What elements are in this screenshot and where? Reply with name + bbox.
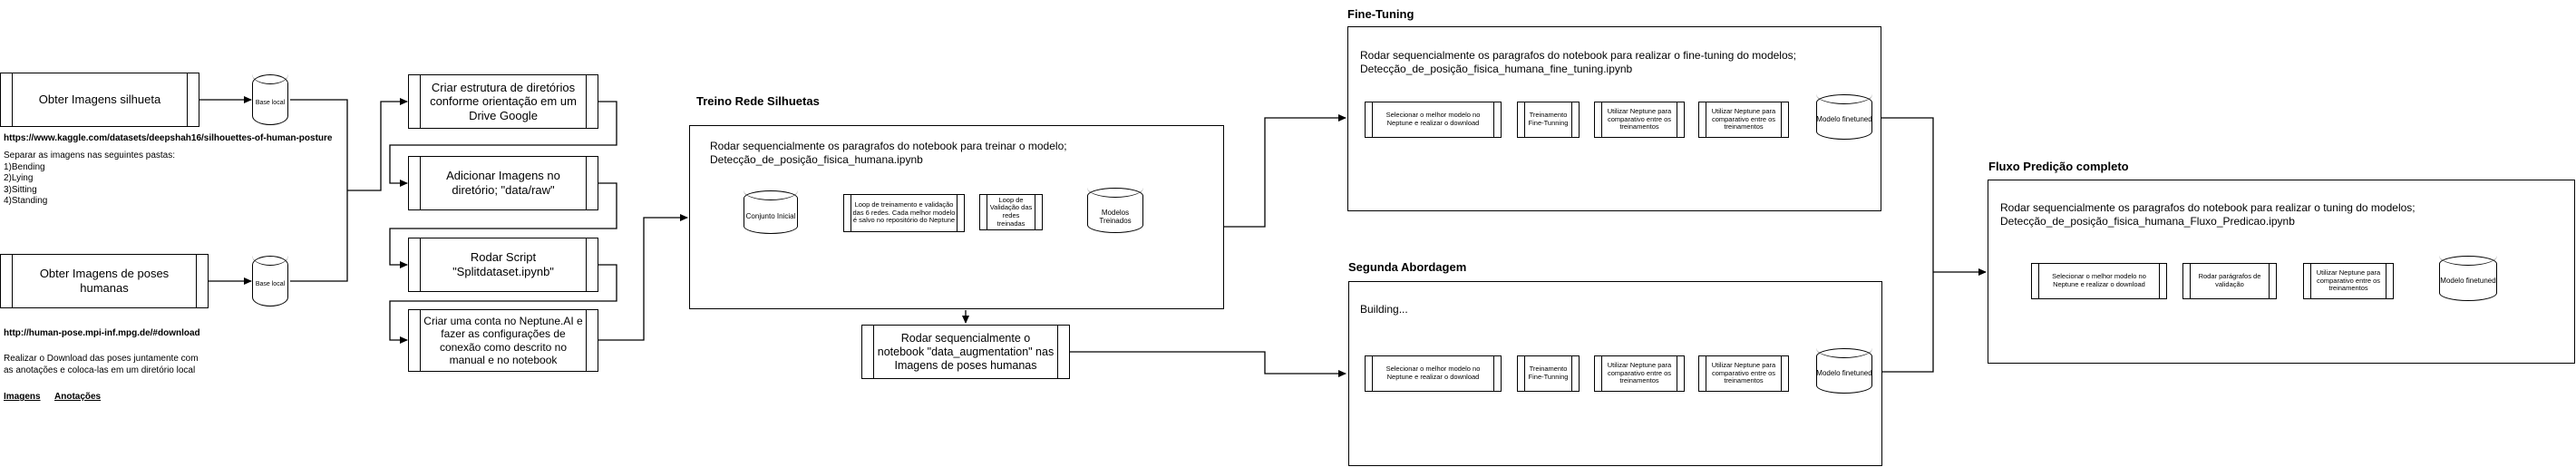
process-label: Utilizar Neptune para comparativo entre …: [1607, 107, 1672, 131]
process-pred-validacao[interactable]: Rodar parágrafos de validação: [2182, 263, 2277, 299]
process-label: Criar uma conta no Neptune.AI e fazer as…: [423, 314, 583, 366]
database-label: Base local: [255, 281, 286, 287]
database-label: Modelos Treinados: [1099, 209, 1132, 225]
segunda-title: Segunda Abordagem: [1348, 260, 1467, 274]
database-base-local-1[interactable]: Base local: [252, 74, 288, 125]
database-label: Modelo finetuned: [2440, 277, 2496, 285]
process-label: Utilizar Neptune para comparativo entre …: [2316, 268, 2381, 293]
process-seg-neptune-1[interactable]: Utilizar Neptune para comparativo entre …: [1594, 355, 1685, 392]
kaggle-link[interactable]: https://www.kaggle.com/datasets/deepshah…: [4, 133, 333, 143]
process-seg-selecionar[interactable]: Selecionar o melhor modelo no Neptune e …: [1365, 355, 1502, 392]
process-label: Criar estrutura de diretórios conforme o…: [430, 80, 577, 122]
process-fine-neptune-2[interactable]: Utilizar Neptune para comparativo entre …: [1698, 102, 1789, 138]
process-label: Treinamento Fine-Tunning: [1528, 365, 1569, 381]
arrow-step2-to-step3: [389, 182, 617, 268]
process-label: Selecionar o melhor modelo no Neptune e …: [1385, 365, 1481, 381]
treino-desc: Rodar sequencialmente os paragrafos do n…: [710, 140, 1067, 166]
process-label: Utilizar Neptune para comparativo entre …: [1607, 361, 1672, 385]
predicao-title: Fluxo Predição completo: [1988, 160, 2129, 173]
mpi-link[interactable]: http://human-pose.mpi-inf.mpg.de/#downlo…: [4, 328, 200, 338]
database-fine-modelo-finetuned[interactable]: Modelo finetuned: [1816, 94, 1872, 140]
process-label: Obter Imagens de poses humanas: [39, 267, 170, 295]
process-rodar-script[interactable]: Rodar Script "Splitdataset.ipynb": [408, 238, 598, 292]
line-fine-to-merge: [1881, 117, 1934, 373]
process-label: Adicionar Imagens no diretório; "data/ra…: [446, 169, 560, 197]
process-label: Rodar sequencialmente o notebook "data_a…: [877, 331, 1055, 372]
line-db1-to-merge: [290, 99, 348, 282]
database-label: Conjunto Inicial: [745, 212, 796, 220]
process-criar-estrutura[interactable]: Criar estrutura de diretórios conforme o…: [408, 74, 598, 129]
database-label: Modelo finetuned: [1816, 115, 1872, 123]
process-label: Obter Imagens silhueta: [38, 92, 161, 107]
process-pred-neptune[interactable]: Utilizar Neptune para comparativo entre …: [2303, 263, 2394, 299]
process-pred-selecionar[interactable]: Selecionar o melhor modelo no Neptune e …: [2031, 263, 2167, 299]
arrow-step3-to-step4: [389, 264, 617, 344]
tab-imagens[interactable]: Imagens: [4, 392, 41, 402]
process-label: Rodar Script "Splitdataset.ipynb": [452, 250, 554, 278]
process-label: Utilizar Neptune para comparativo entre …: [1711, 107, 1776, 131]
arrow-merge-to-step1: [347, 98, 408, 191]
process-obter-imagens-silhueta[interactable]: Obter Imagens silhueta: [0, 73, 199, 127]
process-loop-validacao[interactable]: Loop de Validação das redes treinadas: [979, 194, 1043, 230]
segunda-desc: Building...: [1360, 303, 1408, 316]
database-label: Modelo finetuned: [1816, 369, 1872, 377]
separar-note: Separar as imagens nas seguintes pastas:…: [4, 151, 175, 206]
process-label: Selecionar o melhor modelo no Neptune e …: [1385, 111, 1481, 127]
tab-anotacoes[interactable]: Anotações: [54, 392, 102, 402]
database-modelos-treinados[interactable]: Modelos Treinados: [1087, 188, 1143, 233]
database-base-local-2[interactable]: Base local: [252, 256, 288, 306]
process-loop-treinamento[interactable]: Loop de treinamento e validação das 6 re…: [843, 194, 965, 232]
process-label: Loop de treinamento e validação das 6 re…: [852, 200, 956, 225]
arrow-step1-to-step2: [389, 101, 617, 187]
arrow-treino-to-fine: [1224, 114, 1346, 228]
process-fine-treinamento[interactable]: Treinamento Fine-Tunning: [1517, 102, 1580, 138]
process-seg-neptune-2[interactable]: Utilizar Neptune para comparativo entre …: [1698, 355, 1789, 392]
process-label: Utilizar Neptune para comparativo entre …: [1711, 361, 1776, 385]
process-data-augmentation[interactable]: Rodar sequencialmente o notebook "data_a…: [861, 325, 1070, 379]
database-seg-modelo-finetuned[interactable]: Modelo finetuned: [1816, 348, 1872, 394]
process-label: Loop de Validação das redes treinadas: [989, 195, 1033, 228]
database-label: Base local: [255, 100, 286, 106]
process-seg-treinamento[interactable]: Treinamento Fine-Tunning: [1517, 355, 1580, 392]
process-obter-imagens-poses[interactable]: Obter Imagens de poses humanas: [0, 254, 209, 308]
treino-title: Treino Rede Silhuetas: [696, 94, 820, 108]
process-label: Treinamento Fine-Tunning: [1528, 111, 1569, 127]
fine-title: Fine-Tuning: [1347, 7, 1414, 21]
database-pred-modelo-finetuned[interactable]: Modelo finetuned: [2439, 256, 2497, 301]
process-label: Selecionar o melhor modelo no Neptune e …: [2052, 272, 2146, 288]
predicao-desc: Rodar sequencialmente os paragrafos do n…: [2000, 201, 2416, 228]
process-adicionar-imagens[interactable]: Adicionar Imagens no diretório; "data/ra…: [408, 156, 598, 210]
process-fine-selecionar[interactable]: Selecionar o melhor modelo no Neptune e …: [1365, 102, 1502, 138]
download-note: Realizar o Download das poses juntamente…: [4, 354, 199, 375]
database-conjunto-inicial[interactable]: Conjunto Inicial: [744, 190, 798, 234]
process-label: Rodar parágrafos de validação: [2198, 272, 2261, 288]
fine-desc: Rodar sequencialmente os paragrafos do n…: [1360, 49, 1796, 75]
process-criar-conta-neptune[interactable]: Criar uma conta no Neptune.AI e fazer as…: [408, 309, 598, 372]
process-fine-neptune-1[interactable]: Utilizar Neptune para comparativo entre …: [1594, 102, 1685, 138]
arrow-augment-to-segunda: [1070, 351, 1346, 377]
arrow-step4-to-treino: [598, 214, 688, 341]
